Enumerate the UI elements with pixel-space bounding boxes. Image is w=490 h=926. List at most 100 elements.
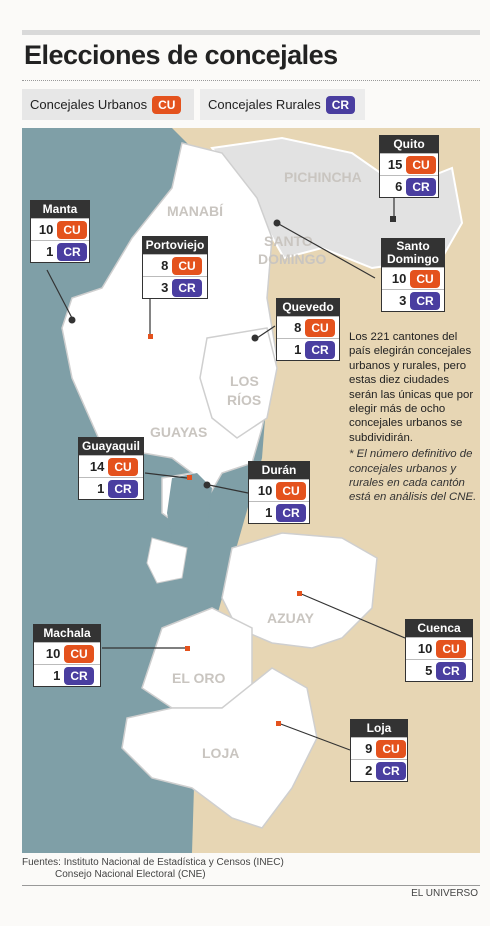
cr-badge: CR	[57, 242, 87, 261]
sources: Fuentes: Instituto Nacional de Estadísti…	[22, 857, 284, 881]
cr-badge: CR	[376, 761, 406, 780]
legend-urban-badge: CU	[152, 95, 182, 114]
cu-value: 10	[417, 641, 433, 656]
cr-value: 2	[365, 763, 373, 778]
cu-value: 14	[89, 459, 105, 474]
sources-line-1: Fuentes: Instituto Nacional de Estadísti…	[22, 857, 284, 868]
gulf-water	[167, 473, 212, 548]
cu-badge: CU	[172, 256, 202, 275]
cr-value: 6	[395, 179, 403, 194]
label-los-rios-1: LOS	[230, 373, 259, 389]
callout-name: Durán	[249, 462, 309, 479]
cr-value: 3	[161, 280, 169, 295]
legend-rural-label: Concejales Rurales	[208, 97, 321, 112]
cr-badge: CR	[436, 661, 466, 680]
marker-manta	[68, 316, 76, 324]
cu-value: 10	[391, 271, 407, 286]
callout-name: Santo Domingo	[382, 239, 444, 267]
page-title: Elecciones de concejales	[24, 40, 338, 70]
cu-badge: CU	[410, 269, 440, 288]
label-pichincha: PICHINCHA	[284, 169, 362, 185]
callout-name: Guayaquil	[79, 438, 143, 455]
marker-loja	[276, 721, 281, 726]
cu-badge: CU	[376, 739, 406, 758]
cr-badge: CR	[172, 278, 202, 297]
cu-value: 8	[294, 320, 302, 335]
cr-badge: CR	[64, 666, 94, 685]
cr-value: 1	[53, 668, 61, 683]
cu-value: 9	[365, 741, 373, 756]
legend-urban-label: Concejales Urbanos	[30, 97, 148, 112]
cr-value: 5	[425, 663, 433, 678]
cu-badge: CU	[276, 481, 306, 500]
cu-badge: CU	[64, 644, 94, 663]
cu-badge: CU	[305, 318, 335, 337]
legend-rural: Concejales Rurales CR	[200, 89, 365, 120]
cr-value: 1	[97, 481, 105, 496]
island-puna	[146, 537, 188, 584]
leader-manta	[46, 269, 73, 319]
leader-guayaquil	[144, 472, 188, 479]
cr-badge: CR	[305, 340, 335, 359]
los-rios-region	[199, 327, 278, 439]
label-loja: LOJA	[202, 745, 239, 761]
note-footnote: * El número definitivo de concejales urb…	[349, 448, 477, 504]
coastal-land	[61, 142, 278, 529]
label-santo-domingo-1: SANTO	[264, 233, 313, 249]
cr-badge: CR	[108, 479, 138, 498]
cr-value: 1	[46, 244, 54, 259]
marker-cuenca	[297, 591, 302, 596]
title-divider	[22, 80, 480, 81]
leader-loja	[277, 722, 351, 751]
cu-badge: CU	[406, 155, 436, 174]
callout-name: Loja	[351, 720, 407, 737]
label-manabi: MANABÍ	[167, 203, 224, 219]
leader-cuenca	[298, 592, 406, 639]
sources-line-2: Consejo Nacional Electoral (CNE)	[55, 869, 206, 880]
cr-badge: CR	[410, 291, 440, 310]
label-los-rios-2: RÍOS	[227, 392, 261, 408]
bottom-divider	[22, 885, 480, 886]
leader-duran	[208, 484, 249, 494]
marker-portoviejo	[148, 334, 153, 339]
legend-urban: Concejales Urbanos CU	[22, 89, 194, 120]
explanatory-note: Los 221 cantones del país elegirán conce…	[349, 330, 477, 505]
cu-value: 10	[38, 222, 54, 237]
marker-duran	[203, 481, 211, 489]
callout-name: Portoviejo	[143, 237, 207, 254]
label-guayas: GUAYAS	[150, 424, 207, 440]
note-text: Los 221 cantones del país elegirán conce…	[349, 331, 474, 444]
marker-santo-domingo	[273, 219, 281, 227]
legend-rural-badge: CR	[325, 95, 356, 114]
publisher-credit: EL UNIVERSO	[411, 888, 478, 899]
leader-quevedo	[256, 325, 276, 339]
marker-quito	[390, 216, 396, 222]
